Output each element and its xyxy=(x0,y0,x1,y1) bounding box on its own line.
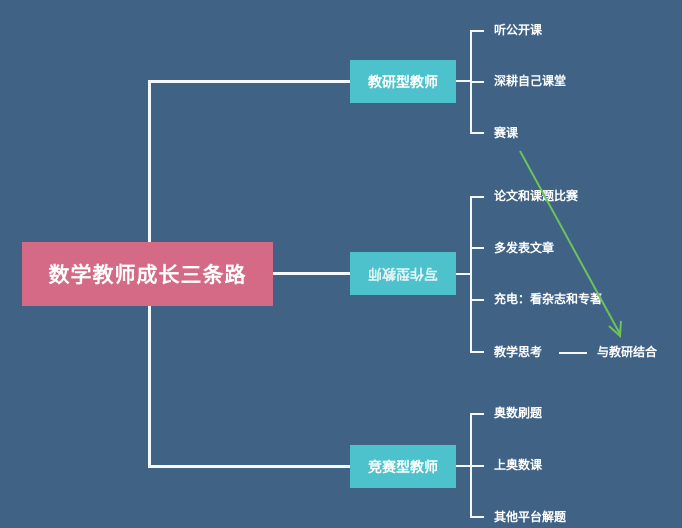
leaf-item[interactable]: 充电：看杂志和专著 xyxy=(494,292,603,306)
root-node[interactable]: 数学教师成长三条路 xyxy=(22,242,273,306)
leaf-item[interactable]: 论文和课题比赛 xyxy=(494,189,579,203)
branch-label: 竞赛型教师 xyxy=(368,459,438,476)
branch-label: 写作型教师 xyxy=(368,264,438,281)
leaf-item[interactable]: 其他平台解题 xyxy=(494,510,567,524)
branch-node-competition[interactable]: 竞赛型教师 xyxy=(350,445,456,488)
trunk-to-bottom xyxy=(148,465,351,468)
connector xyxy=(456,465,472,467)
branch-label: 教研型教师 xyxy=(368,74,438,91)
bracket-tick xyxy=(470,132,484,134)
branch-node-writing[interactable]: 写作型教师 xyxy=(350,252,456,295)
leaf-item[interactable]: 教学思考 xyxy=(494,345,543,359)
bracket-tick xyxy=(470,413,484,415)
leaf-extra-item[interactable]: 与教研结合 xyxy=(597,345,658,359)
leaf-extra-connector xyxy=(559,352,587,354)
bracket-tick xyxy=(470,247,484,249)
branch-node-research[interactable]: 教研型教师 xyxy=(350,60,456,103)
leaf-item[interactable]: 上奥数课 xyxy=(494,458,543,472)
trunk-to-top xyxy=(148,80,351,83)
bracket-tick xyxy=(470,299,484,301)
bracket-tick xyxy=(470,465,484,467)
leaf-item[interactable]: 奥数刷题 xyxy=(494,406,543,420)
bracket-tick xyxy=(470,196,484,198)
bracket-tick xyxy=(470,516,484,518)
connector xyxy=(456,273,472,275)
leaf-item[interactable]: 听公开课 xyxy=(494,23,543,37)
bracket-tick xyxy=(470,30,484,32)
connector xyxy=(456,80,472,82)
leaf-item[interactable]: 深耕自己课堂 xyxy=(494,74,567,88)
bracket-vertical xyxy=(470,196,472,353)
trunk-to-middle xyxy=(272,272,351,275)
leaf-item[interactable]: 多发表文章 xyxy=(494,241,555,255)
root-label: 数学教师成长三条路 xyxy=(48,263,247,287)
bracket-tick xyxy=(470,81,484,83)
leaf-item[interactable]: 赛课 xyxy=(494,126,519,140)
bracket-tick xyxy=(470,351,484,353)
